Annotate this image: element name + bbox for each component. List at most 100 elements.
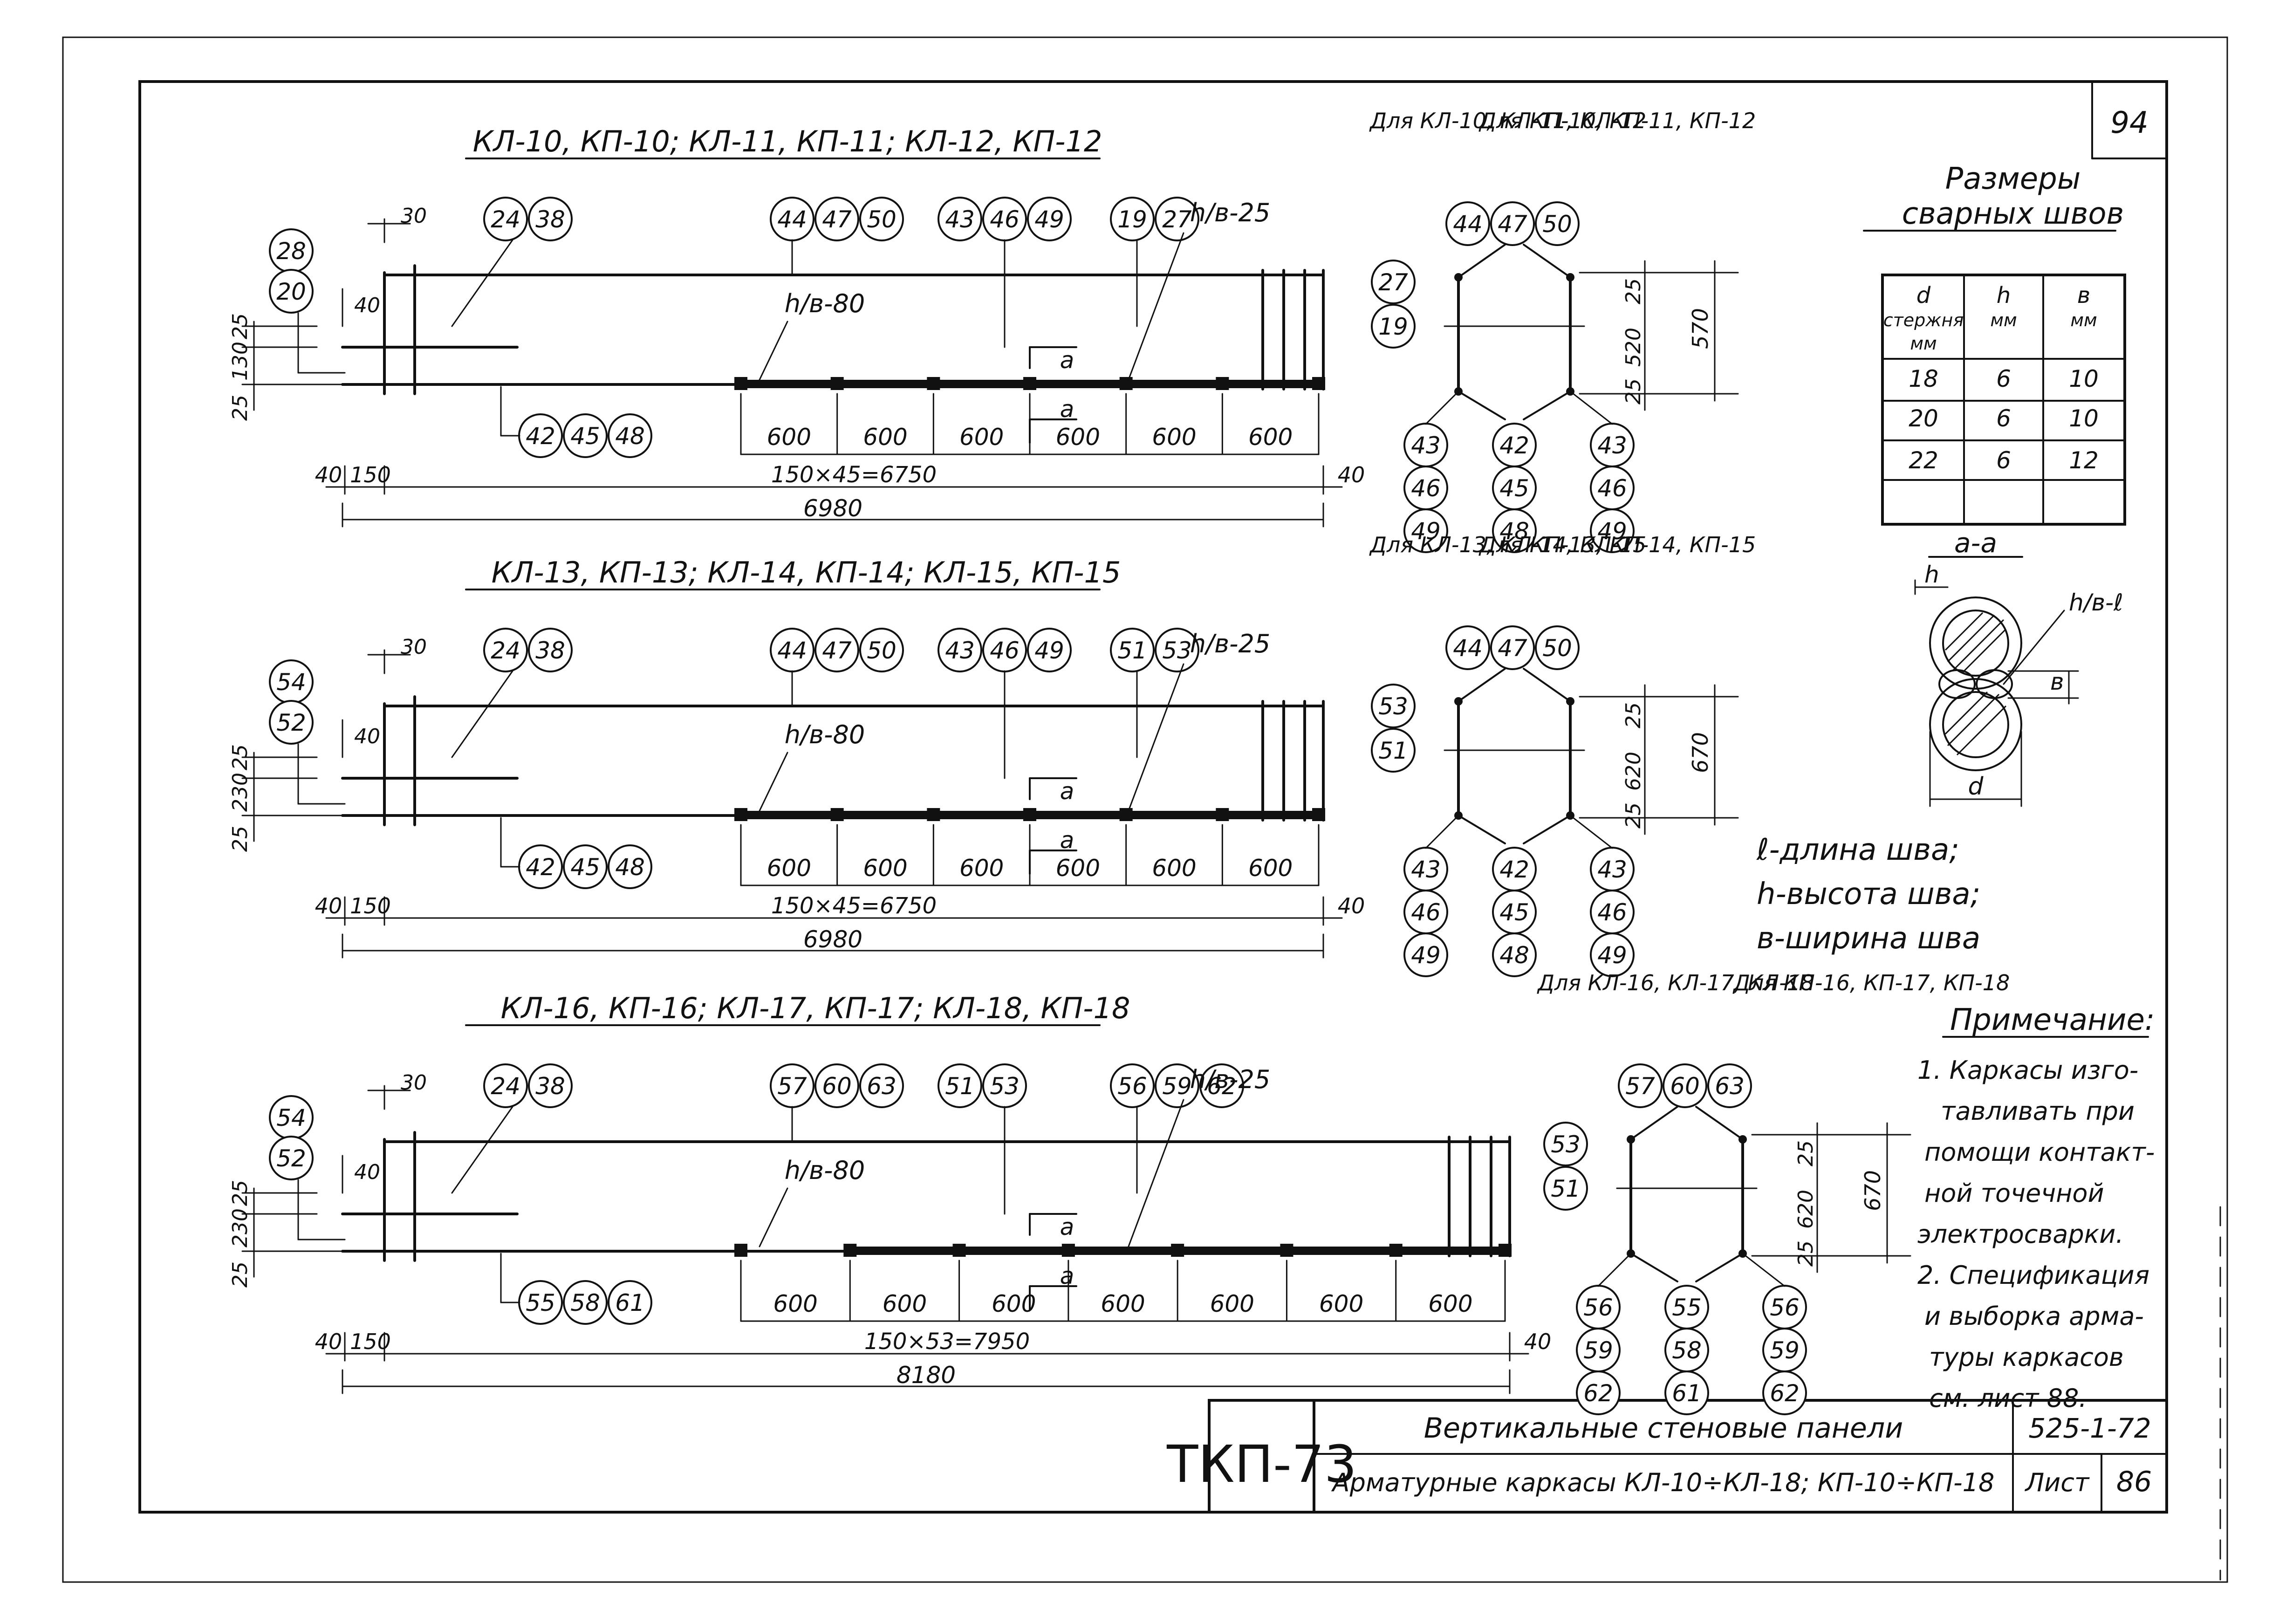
section-bottom-mid-45: 45	[1492, 466, 1537, 510]
weld-node	[734, 1244, 747, 1257]
dim-30: 30	[401, 635, 427, 659]
position-number: 57	[777, 1073, 807, 1100]
position-circle	[1110, 197, 1155, 241]
dim-25: 25	[228, 313, 252, 339]
hex-top-left	[1630, 1106, 1678, 1140]
cut-label-bottom: а	[1060, 1262, 1074, 1289]
weld-node	[1023, 808, 1036, 821]
position-circle	[1371, 260, 1416, 304]
dim-40-right: 40	[1338, 462, 1365, 487]
spacing-1: 600	[767, 424, 811, 451]
position-number: 47	[822, 637, 852, 664]
position-number: 46	[990, 206, 1020, 233]
section-bottom-right-59: 59	[1762, 1328, 1807, 1372]
position-number: 19	[1117, 206, 1147, 233]
pos-group-b-53: 53	[982, 1063, 1027, 1108]
position-circle	[1590, 932, 1635, 977]
hex-bottom-left	[1458, 391, 1506, 420]
project-code: ТКП-73	[1166, 1434, 1357, 1494]
pos-group-a-60: 60	[814, 1063, 859, 1108]
legend-line-1: ℓ-длина шва;	[1756, 833, 1959, 867]
weld-leader-mid	[759, 752, 788, 812]
weld-leader-mid	[759, 321, 788, 381]
position-number: 50	[1542, 211, 1572, 238]
sheet-title: Вертикальные стеновые панели	[1424, 1412, 1903, 1445]
weld-detail-weld: h/в-ℓ	[2069, 589, 2123, 616]
rebar-dot	[1738, 1135, 1747, 1144]
hex-top-left	[1458, 244, 1506, 278]
note-line-3: помощи контакт-	[1924, 1137, 2155, 1167]
leader	[1569, 391, 1613, 425]
position-number: 19	[1378, 313, 1408, 340]
position-circle	[1110, 1063, 1155, 1108]
position-number: 43	[1411, 856, 1441, 883]
dim-130: 230	[228, 1208, 252, 1247]
position-circle	[938, 628, 982, 672]
pos-group-b-49: 49	[1027, 197, 1072, 241]
position-number: 45	[1499, 899, 1529, 926]
table-cell: 6	[1996, 447, 2011, 474]
position-number: 63	[1715, 1073, 1745, 1100]
section-bottom-left-49: 49	[1403, 932, 1448, 977]
position-number: 28	[276, 238, 306, 265]
pos-group-a-63: 63	[859, 1063, 904, 1108]
weld-node	[952, 1244, 966, 1257]
position-number: 47	[1498, 211, 1527, 238]
pos-group-bottom-55: 55	[518, 1280, 563, 1325]
note-line-1: 1. Каркасы изго-	[1917, 1055, 2138, 1085]
position-number: 56	[1770, 1294, 1800, 1321]
hex-bottom-right	[1523, 815, 1571, 844]
section-bottom-mid-45: 45	[1492, 890, 1537, 934]
position-circle	[1027, 628, 1072, 672]
position-circle	[483, 1063, 528, 1108]
pos-group-c-51: 51	[1110, 628, 1155, 672]
hex-bottom-left	[1630, 1253, 1678, 1282]
position-circle	[608, 844, 652, 889]
position-circle	[483, 197, 528, 241]
table-cell: 20	[1909, 405, 1938, 432]
position-circle	[528, 1063, 573, 1108]
weld-node	[1216, 808, 1229, 821]
section-bottom-left-43: 43	[1403, 847, 1448, 891]
position-circle	[1535, 625, 1580, 670]
pos-group-b-46: 46	[982, 628, 1027, 672]
position-number: 43	[945, 637, 975, 664]
table-cell: 6	[1996, 405, 2011, 432]
hex-bottom-right	[1695, 1253, 1744, 1282]
position-circle	[859, 1063, 904, 1108]
position-number: 38	[535, 1073, 565, 1100]
section-bottom-mid-48: 48	[1492, 932, 1537, 977]
position-number: 49	[1411, 942, 1441, 969]
note-line-4: ной точечной	[1924, 1179, 2104, 1208]
spacing-4: 600	[1056, 424, 1100, 451]
section-bottom-mid-42: 42	[1492, 423, 1537, 467]
weld-node	[1216, 377, 1229, 390]
leader	[1425, 815, 1459, 849]
frame-title: КЛ-13, КП-13; КЛ-14, КП-14; КЛ-15, КП-15	[492, 555, 1121, 589]
spacing-1: 600	[773, 1290, 817, 1317]
section-top-44: 44	[1445, 201, 1490, 246]
note-line-7: и выборка арма-	[1924, 1302, 2144, 1331]
dim-25: 25	[228, 744, 252, 770]
position-number: 58	[570, 1289, 600, 1316]
total-length: 6980	[803, 926, 862, 953]
pos-group-a-57: 57	[770, 1063, 814, 1108]
section-bottom-right-49: 49	[1590, 932, 1635, 977]
pos-group-c-56: 56	[1110, 1063, 1155, 1108]
position-circle	[1155, 197, 1199, 241]
position-number: 43	[1597, 856, 1627, 883]
position-number: 56	[1583, 1294, 1613, 1321]
position-number: 49	[1597, 942, 1627, 969]
frame-elevations: КЛ-10, КП-10; КЛ-11, КП-11; КЛ-12, КП-12…	[228, 124, 1551, 1394]
section-dim-25b: 25	[1622, 802, 1645, 829]
position-circle	[608, 413, 652, 458]
position-number: 51	[1551, 1175, 1581, 1202]
position-circle	[1543, 1166, 1588, 1211]
table-cell: 6	[1996, 365, 2011, 392]
section-dim-25a: 25	[1794, 1140, 1818, 1166]
pos-group-bottom-48: 48	[608, 844, 652, 889]
weld-callout-top: h/в-25	[1190, 198, 1270, 227]
position-circle	[814, 197, 859, 241]
